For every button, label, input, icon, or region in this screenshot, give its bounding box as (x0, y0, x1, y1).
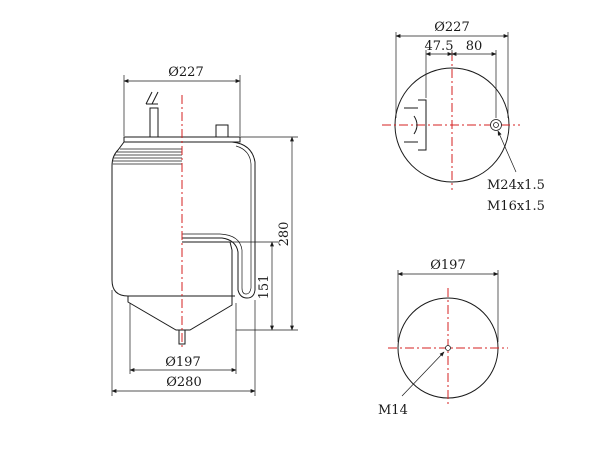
side-view: Ø227 Ø197 Ø280 280 151 (111, 65, 298, 396)
top-view-leader (497, 130, 517, 173)
dim-side-top: Ø227 (123, 65, 241, 136)
air-fitting (145, 91, 159, 137)
bottom-view-stud-hole (445, 345, 451, 351)
dim-side-max: Ø280 (111, 290, 256, 396)
crimp-rings (113, 148, 182, 165)
top-view-thread-1: M24x1.5 (487, 178, 545, 193)
piston (182, 241, 233, 331)
bottom-view: Ø197 M14 (378, 258, 508, 418)
dim-side-bottom: Ø197 (129, 303, 237, 374)
dim-bottom-dia-label: Ø197 (430, 258, 465, 273)
dim-side-lower: 151 (230, 241, 278, 331)
top-view-thread-2: M16x1.5 (487, 199, 545, 214)
dim-bottom-dia: Ø197 (397, 258, 499, 342)
dim-side-max-label: Ø280 (166, 375, 201, 390)
top-view-stud-inner (493, 122, 499, 128)
bellows-body (111, 141, 235, 297)
bottom-view-thread: M14 (378, 403, 408, 418)
dim-top-offset-left: 47.5 (425, 39, 454, 54)
top-view-fitting (404, 99, 427, 151)
top-stud (215, 124, 229, 138)
section-wall (182, 141, 256, 299)
dim-side-bottom-label: Ø197 (165, 355, 200, 370)
dim-top-offsets: 47.5 80 (425, 39, 497, 118)
dim-top-offset-right: 80 (466, 39, 483, 54)
bottom-view-leader (401, 351, 445, 397)
piston-skirt (127, 296, 182, 331)
dim-top-dia-label: Ø227 (434, 20, 469, 35)
dim-side-lower-label: 151 (257, 275, 272, 300)
dim-side-top-label: Ø227 (168, 65, 203, 80)
top-view: Ø227 47.5 80 M24x1.5 M16x1.5 (382, 20, 545, 214)
dim-side-height-label: 280 (277, 222, 292, 247)
dim-top-dia: Ø227 (395, 20, 509, 118)
dim-side-height: 280 (232, 136, 298, 331)
